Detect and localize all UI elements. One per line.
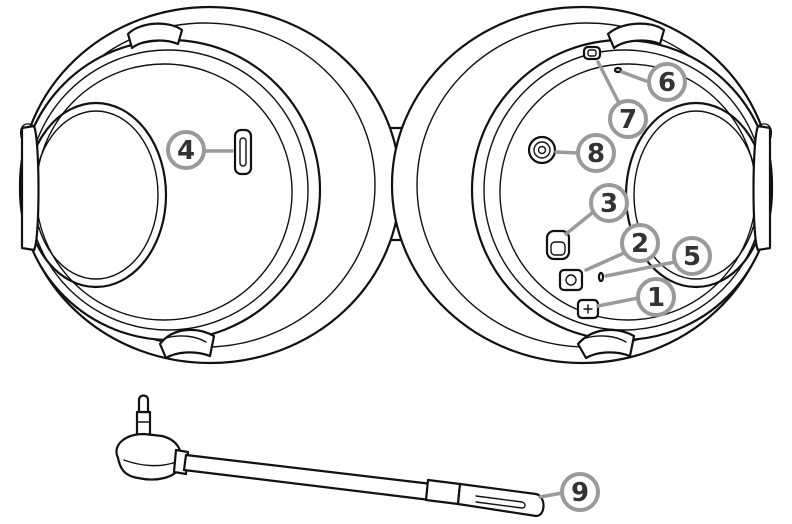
left-yoke: [20, 124, 40, 252]
center-button: [558, 268, 584, 292]
callout-3: 3: [589, 183, 629, 223]
callout-3-label: 3: [600, 189, 618, 219]
callout-1: 1: [636, 277, 676, 317]
callout-7: 7: [608, 99, 648, 139]
volume-button: [576, 298, 600, 320]
left-cup-shell: [18, 38, 322, 342]
top-button: [582, 45, 602, 61]
callout-leaders: [202, 60, 677, 499]
callout-6: 6: [647, 62, 687, 102]
status-light: [597, 271, 605, 283]
usb-c-port: [233, 128, 253, 176]
callout-2-label: 2: [631, 229, 649, 259]
leader-6: [620, 70, 648, 83]
callout-2: 2: [620, 223, 660, 263]
leader-2: [584, 251, 626, 272]
callout-4: 4: [166, 130, 206, 170]
callout-9: 9: [560, 472, 600, 512]
callout-5: 5: [672, 236, 712, 276]
leader-1: [596, 296, 640, 308]
top-indicator: [613, 66, 623, 74]
leader-5: [604, 260, 677, 278]
callout-6-label: 6: [658, 68, 676, 98]
callout-8-label: 8: [587, 139, 605, 169]
right-earcup: [390, 5, 774, 365]
leader-8: [554, 150, 580, 155]
left-earcup: [18, 5, 402, 365]
callout-9-label: 9: [571, 478, 589, 508]
callout-7-label: 7: [619, 105, 637, 135]
mic-jack: [527, 135, 557, 165]
callout-5-label: 5: [683, 242, 701, 272]
right-yoke: [752, 124, 772, 252]
right-top-hinge: [606, 22, 666, 50]
callout-4-label: 4: [177, 136, 195, 166]
leader-3: [564, 211, 594, 236]
left-top-hinge: [126, 22, 184, 50]
callout-8: 8: [576, 133, 616, 173]
callout-1-label: 1: [647, 283, 665, 313]
leader-9: [538, 491, 564, 499]
slide-switch: [545, 229, 571, 261]
detachable-microphone: [115, 394, 545, 518]
leader-7: [596, 60, 622, 107]
